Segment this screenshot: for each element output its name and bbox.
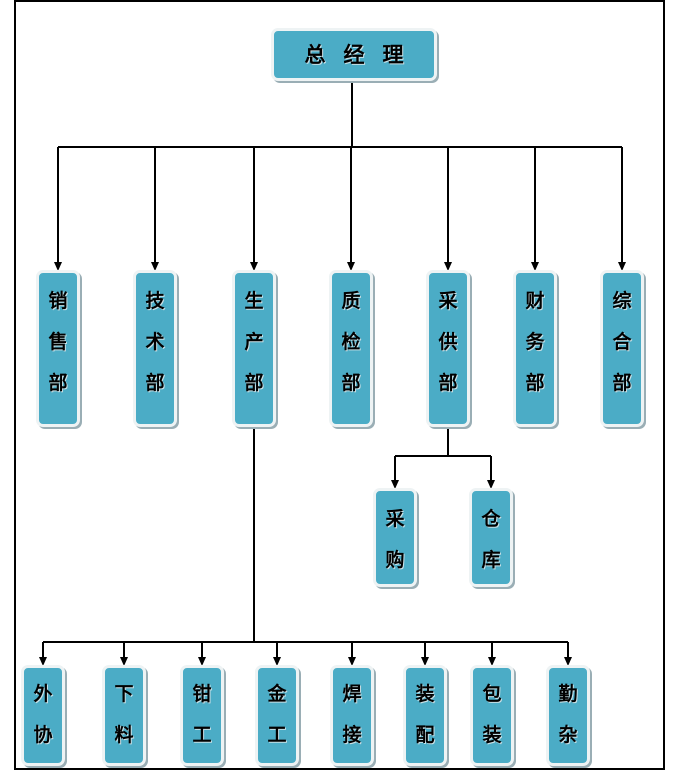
node-dept-sales[interactable]: 销售部 — [36, 270, 80, 427]
arrow-production-packaging — [488, 657, 496, 666]
node-dept-production-char: 生 — [244, 290, 264, 312]
node-production-misc[interactable]: 勤杂 — [546, 665, 590, 766]
node-dept-qc-char: 部 — [341, 372, 361, 394]
node-production-packaging-char: 装 — [482, 724, 502, 746]
node-production-assembly[interactable]: 装配 — [403, 665, 447, 766]
arrow-dept-general — [618, 262, 626, 271]
node-production-metalwork[interactable]: 金工 — [255, 665, 299, 766]
node-production-cutting-char: 料 — [114, 724, 134, 746]
node-dept-qc-char: 检 — [341, 331, 361, 353]
node-supply-purchasing[interactable]: 采购 — [373, 488, 417, 587]
arrow-production-welding — [348, 657, 356, 666]
arrow-production-outsourcing — [39, 657, 47, 666]
arrow-dept-tech — [151, 262, 159, 271]
node-production-misc-char: 勤 — [558, 683, 578, 705]
arrow-dept-production — [250, 262, 258, 271]
node-dept-tech-char: 部 — [145, 372, 165, 394]
node-general-manager-char: 总 — [304, 42, 326, 67]
arrow-dept-supply — [444, 262, 452, 271]
node-dept-finance-char: 务 — [525, 331, 545, 353]
node-production-outsourcing-char: 协 — [33, 724, 53, 746]
node-supply-warehouse[interactable]: 仓库 — [469, 488, 513, 587]
node-dept-supply-char: 部 — [438, 372, 458, 394]
node-supply-warehouse-char: 库 — [481, 549, 501, 571]
node-dept-qc[interactable]: 质检部 — [329, 270, 373, 427]
node-dept-sales-char: 部 — [48, 372, 68, 394]
node-dept-general-char: 综 — [612, 290, 632, 312]
arrow-dept-finance — [531, 262, 539, 271]
node-dept-supply-char: 采 — [438, 290, 458, 312]
node-dept-sales-char: 售 — [48, 331, 68, 353]
arrow-production-misc — [564, 657, 572, 666]
node-supply-purchasing-char: 购 — [385, 549, 405, 571]
node-general-manager[interactable]: 总经理 — [271, 28, 437, 81]
node-supply-warehouse-char: 仓 — [481, 508, 501, 530]
arrow-production-assembly — [421, 657, 429, 666]
node-supply-purchasing-char: 采 — [385, 508, 405, 530]
node-production-welding-char: 焊 — [342, 683, 362, 705]
node-dept-tech-char: 技 — [145, 290, 165, 312]
node-general-manager-char: 经 — [343, 42, 365, 67]
node-dept-production-char: 部 — [244, 372, 264, 394]
node-production-misc-char: 杂 — [558, 724, 578, 746]
node-production-cutting-char: 下 — [114, 683, 134, 705]
node-dept-supply[interactable]: 采供部 — [426, 270, 470, 427]
node-dept-tech[interactable]: 技术部 — [133, 270, 177, 427]
node-dept-finance-char: 部 — [525, 372, 545, 394]
node-production-fitter-char: 工 — [192, 724, 212, 746]
node-production-outsourcing[interactable]: 外协 — [21, 665, 65, 766]
diagram-frame — [14, 0, 665, 770]
node-production-welding[interactable]: 焊接 — [330, 665, 374, 766]
arrow-supply-purchasing — [391, 480, 399, 489]
arrow-production-fitter — [198, 657, 206, 666]
arrow-production-cutting — [120, 657, 128, 666]
node-production-assembly-char: 装 — [415, 683, 435, 705]
node-production-fitter[interactable]: 钳工 — [180, 665, 224, 766]
node-production-packaging-char: 包 — [482, 683, 502, 705]
node-dept-qc-char: 质 — [341, 290, 361, 312]
node-production-metalwork-char: 工 — [267, 724, 287, 746]
node-production-packaging[interactable]: 包装 — [470, 665, 514, 766]
node-general-manager-char: 理 — [382, 42, 404, 67]
arrow-supply-warehouse — [487, 480, 495, 489]
arrow-dept-qc — [347, 262, 355, 271]
arrow-dept-sales — [54, 262, 62, 271]
node-dept-tech-char: 术 — [145, 331, 165, 353]
node-production-welding-char: 接 — [342, 724, 362, 746]
node-production-assembly-char: 配 — [415, 724, 435, 746]
node-production-cutting[interactable]: 下料 — [102, 665, 146, 766]
node-dept-general-char: 部 — [612, 372, 632, 394]
node-dept-sales-char: 销 — [48, 290, 68, 312]
node-production-metalwork-char: 金 — [267, 683, 287, 705]
node-dept-finance[interactable]: 财务部 — [513, 270, 557, 427]
node-dept-supply-char: 供 — [438, 331, 458, 353]
node-dept-general[interactable]: 综合部 — [600, 270, 644, 427]
node-dept-finance-char: 财 — [525, 290, 545, 312]
node-dept-general-char: 合 — [612, 331, 632, 353]
arrow-production-metalwork — [273, 657, 281, 666]
node-dept-production-char: 产 — [244, 331, 264, 353]
node-production-outsourcing-char: 外 — [33, 683, 53, 705]
node-dept-production[interactable]: 生产部 — [232, 270, 276, 427]
node-production-fitter-char: 钳 — [192, 683, 212, 705]
